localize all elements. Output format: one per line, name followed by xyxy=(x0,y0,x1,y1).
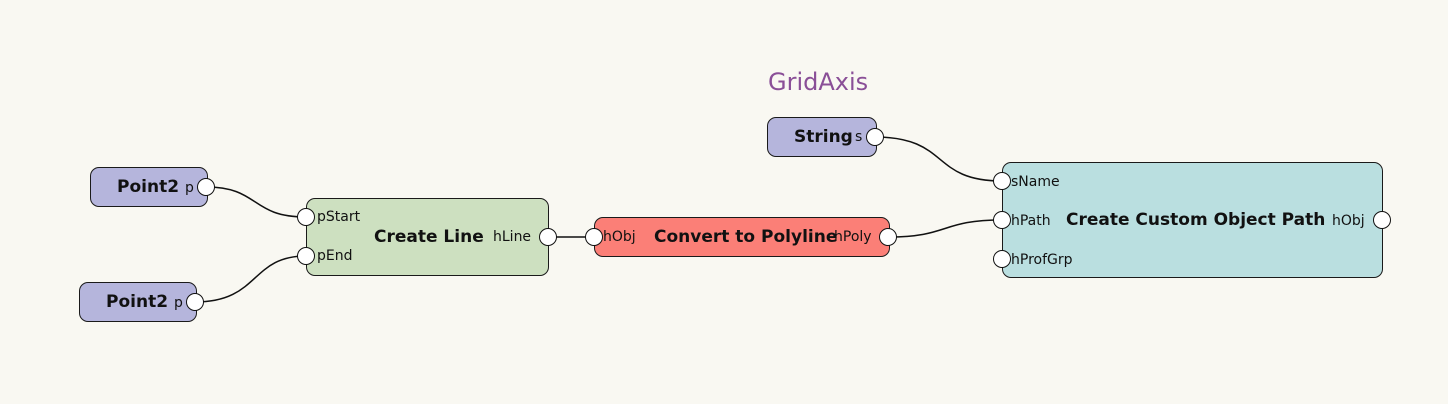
output-port-s[interactable] xyxy=(866,128,884,146)
wire-point-b-to-pend xyxy=(194,255,307,303)
node-title: Convert to Polyline xyxy=(654,227,838,247)
wire-string-to-sname xyxy=(874,136,1003,182)
port-label-hpath: hPath xyxy=(1011,213,1051,229)
node-point2-b[interactable]: Point2 p xyxy=(79,282,197,322)
node-convert-to-polyline[interactable]: hObj Convert to Polyline hPoly xyxy=(594,217,890,257)
port-label-hobj: hObj xyxy=(603,229,636,245)
node-create-line[interactable]: pStart pEnd Create Line hLine xyxy=(306,198,549,276)
port-label-pstart: pStart xyxy=(317,209,361,225)
input-port-sname[interactable] xyxy=(993,172,1011,190)
input-port-hpath[interactable] xyxy=(993,211,1011,229)
wire-point-a-to-pstart xyxy=(205,186,307,218)
input-port-pstart[interactable] xyxy=(297,208,315,226)
port-label-hobj: hObj xyxy=(1332,213,1365,229)
output-port-p[interactable] xyxy=(186,293,204,311)
group-label: GridAxis xyxy=(768,68,869,96)
port-label-hpoly: hPoly xyxy=(834,229,872,245)
port-label-s: s xyxy=(855,129,863,145)
output-port-hobj[interactable] xyxy=(1373,211,1391,229)
port-label-p: p xyxy=(185,180,194,196)
node-title: Create Custom Object Path xyxy=(1066,210,1326,230)
output-port-hline[interactable] xyxy=(539,228,557,246)
port-label-hprofgrp: hProfGrp xyxy=(1011,252,1073,268)
output-port-hpoly[interactable] xyxy=(879,228,897,246)
node-string[interactable]: String s xyxy=(767,117,877,157)
wire-hpoly-to-hpath xyxy=(887,219,1003,238)
node-title: Point2 xyxy=(106,292,169,312)
port-label-sname: sName xyxy=(1011,174,1060,190)
input-port-hprofgrp[interactable] xyxy=(993,250,1011,268)
node-create-custom-object-path[interactable]: sName hPath hProfGrp Create Custom Objec… xyxy=(1002,162,1383,278)
input-port-hobj[interactable] xyxy=(585,228,603,246)
port-label-pend: pEnd xyxy=(317,248,353,264)
input-port-pend[interactable] xyxy=(297,247,315,265)
node-point2-a[interactable]: Point2 p xyxy=(90,167,208,207)
port-label-hline: hLine xyxy=(493,229,532,245)
output-port-p[interactable] xyxy=(197,178,215,196)
node-title: Point2 xyxy=(117,177,180,197)
port-label-p: p xyxy=(174,295,183,311)
node-title: Create Line xyxy=(374,227,484,247)
node-title: String xyxy=(794,127,853,147)
